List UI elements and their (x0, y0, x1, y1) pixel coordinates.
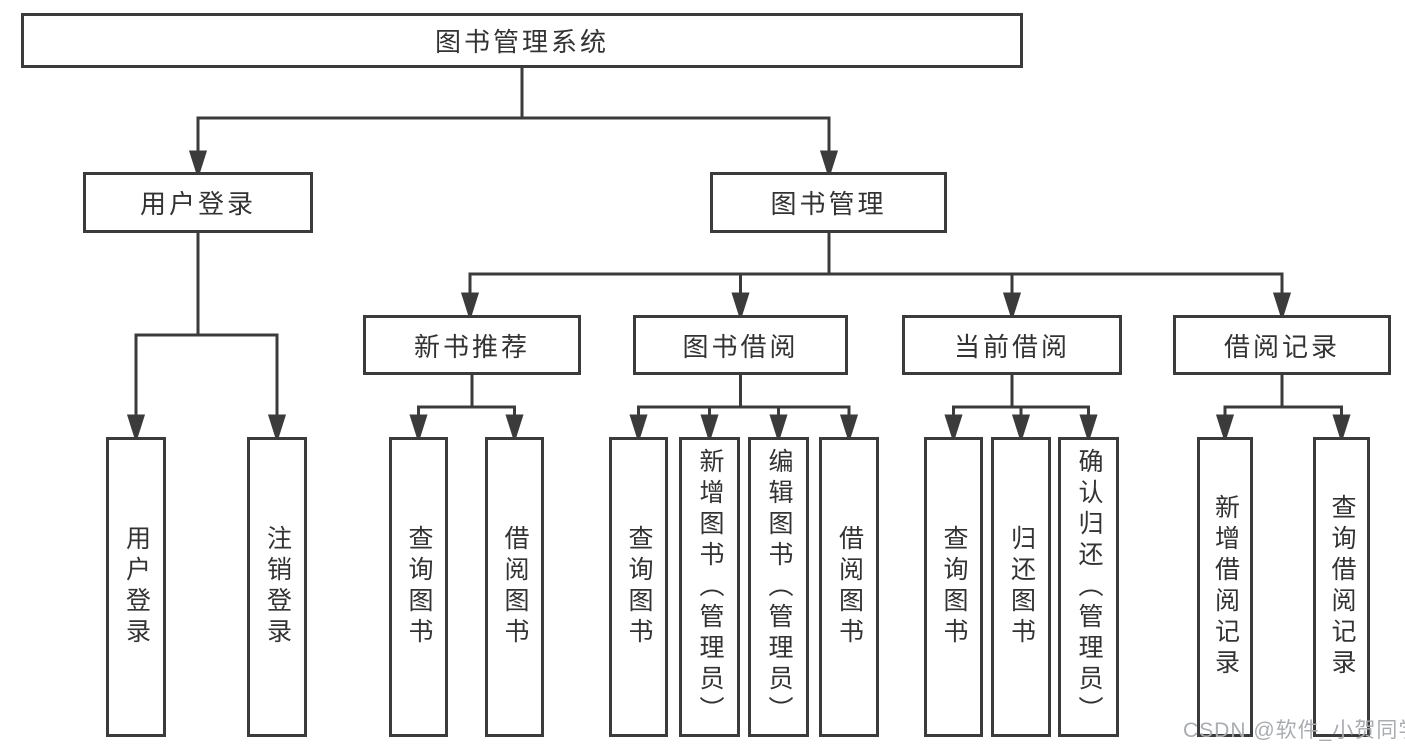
leaf-records-add-record: 新增借阅记录 (1197, 437, 1253, 737)
leaf-borrowing-borrow-books: 借阅图书 (819, 437, 879, 737)
leaf-label: 归还图书 (1007, 525, 1036, 649)
csdn-watermark: CSDN @软件_小贺同学 (1183, 719, 1405, 742)
leaf-current-return-books: 归还图书 (991, 437, 1051, 737)
node-label: 当前借阅 (953, 331, 1070, 362)
leaf-label: 查询图书 (625, 525, 653, 649)
leaf-logout: 注销登录 (247, 437, 307, 737)
leaf-borrowing-add-books-admin: 新增图书（管理员） (679, 437, 740, 737)
leaf-label: 查询借阅记录 (1328, 494, 1356, 680)
leaf-label: 确认归还（管理员） (1075, 447, 1103, 727)
leaf-records-query-record: 查询借阅记录 (1313, 437, 1370, 737)
node-label: 图书管理 (770, 189, 887, 219)
leaf-label: 查询图书 (405, 525, 433, 649)
node-label: 借阅记录 (1223, 331, 1340, 362)
leaf-current-confirm-return-admin: 确认归还（管理员） (1058, 437, 1119, 737)
leaf-user-login: 用户登录 (106, 437, 166, 737)
leaf-recommend-query-books: 查询图书 (389, 437, 448, 737)
leaf-label: 借阅图书 (835, 525, 864, 649)
node-borrowing-records: 借阅记录 (1173, 315, 1391, 375)
leaf-recommend-borrow-books: 借阅图书 (485, 437, 544, 737)
node-new-book-recommendation: 新书推荐 (363, 315, 581, 375)
leaf-borrowing-edit-books-admin: 编辑图书（管理员） (748, 437, 809, 737)
leaf-label: 编辑图书（管理员） (765, 447, 793, 727)
node-book-borrowing: 图书借阅 (633, 315, 848, 375)
leaf-label: 查询图书 (940, 525, 968, 649)
leaf-label: 新增图书（管理员） (696, 447, 724, 727)
node-label: 图书管理系统 (434, 27, 609, 57)
leaf-borrowing-query-books: 查询图书 (609, 437, 668, 737)
node-current-borrowing: 当前借阅 (902, 315, 1122, 375)
node-book-management: 图书管理 (710, 172, 947, 233)
leaf-current-query-books: 查询图书 (924, 437, 983, 737)
node-label: 用户登录 (139, 189, 256, 219)
leaf-label: 借阅图书 (501, 525, 529, 649)
node-label: 新书推荐 (413, 331, 530, 362)
node-library-management-system: 图书管理系统 (21, 13, 1023, 68)
node-label: 图书借阅 (682, 331, 799, 362)
leaf-label: 注销登录 (263, 525, 292, 649)
leaf-label: 新增借阅记录 (1211, 494, 1240, 680)
leaf-label: 用户登录 (122, 525, 151, 649)
node-user-login: 用户登录 (83, 172, 313, 233)
